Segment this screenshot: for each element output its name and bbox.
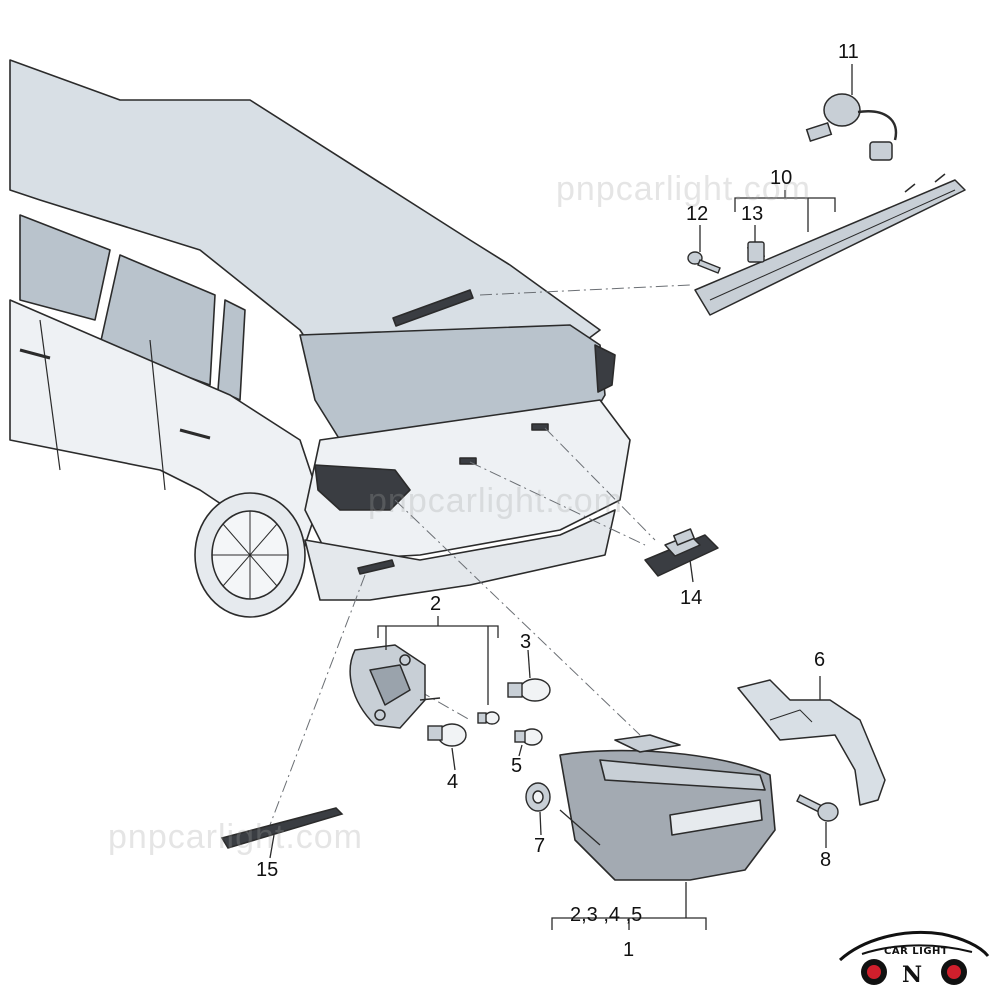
car-door-handle-rear — [179, 428, 211, 440]
part-5-wedge-bulbs — [477, 711, 543, 746]
bracket-10 — [734, 190, 836, 212]
part-12-screw — [687, 251, 721, 274]
part-13-clip — [747, 241, 765, 263]
part-14-plate-light — [644, 528, 719, 577]
leader-bulb-holder — [399, 679, 471, 721]
callout-14: 14 — [680, 587, 703, 609]
part-1-tail-light — [559, 734, 776, 881]
callout-12: 12 — [686, 203, 709, 225]
callout-2345: 2,3 ,4 ,5 — [570, 904, 643, 926]
car-high-brake-light — [392, 289, 474, 327]
part-11-wiring-harness — [805, 93, 898, 161]
callout-leaders — [269, 64, 853, 930]
car-quarter-window — [217, 299, 246, 401]
leader-plate-light-right — [544, 427, 656, 541]
car-rear-bumper — [304, 509, 616, 601]
callout-2: 2 — [430, 593, 442, 615]
part-3-bulb — [507, 678, 551, 702]
logo-tagline: CAR LIGHT — [884, 946, 949, 957]
car-door-handle-front — [19, 348, 51, 360]
car-tailgate — [304, 399, 631, 561]
svg-text:N: N — [902, 962, 922, 988]
callout-10: 10 — [770, 167, 793, 189]
callout-11: 11 — [838, 41, 859, 63]
callout-13: 13 — [741, 203, 764, 225]
callout-8: 8 — [820, 849, 832, 871]
leader-lines — [269, 284, 691, 826]
part-10-high-brake-light — [694, 173, 966, 316]
car-wheel-spokes — [212, 511, 288, 599]
brand-logo: N CAR LIGHT — [832, 920, 992, 992]
logo-car-silhouette-icon: N — [838, 930, 990, 988]
callout-4: 4 — [447, 771, 459, 793]
part-8-screw — [796, 794, 839, 822]
callout-7: 7 — [534, 835, 546, 857]
car-door-line — [39, 319, 166, 491]
car-plate-light-left — [459, 457, 477, 465]
part-7-grommet — [525, 782, 551, 812]
callout-6: 6 — [814, 649, 826, 671]
bracket-2 — [377, 616, 499, 638]
car-tail-light-left — [314, 464, 411, 511]
bracket-1 — [551, 917, 707, 930]
leader-brake-light — [479, 284, 691, 296]
car-tail-light-right — [594, 344, 616, 393]
callout-15: 15 — [256, 859, 279, 881]
car-plate-light-right — [531, 423, 549, 431]
car-rear-view — [9, 59, 631, 618]
part-6-cover — [737, 679, 886, 806]
leader-reflector — [269, 574, 366, 826]
part-2-bulb-holder — [349, 644, 441, 729]
car-roof — [9, 59, 601, 361]
part-15-reflector — [220, 807, 344, 849]
callout-1: 1 — [623, 939, 635, 961]
callout-5: 5 — [511, 755, 523, 777]
car-side-window-front — [19, 214, 111, 321]
part-4-bulb — [427, 723, 467, 747]
leader-plate-light-left — [469, 461, 646, 546]
car-rear-reflector — [357, 559, 395, 575]
callout-3: 3 — [520, 631, 532, 653]
